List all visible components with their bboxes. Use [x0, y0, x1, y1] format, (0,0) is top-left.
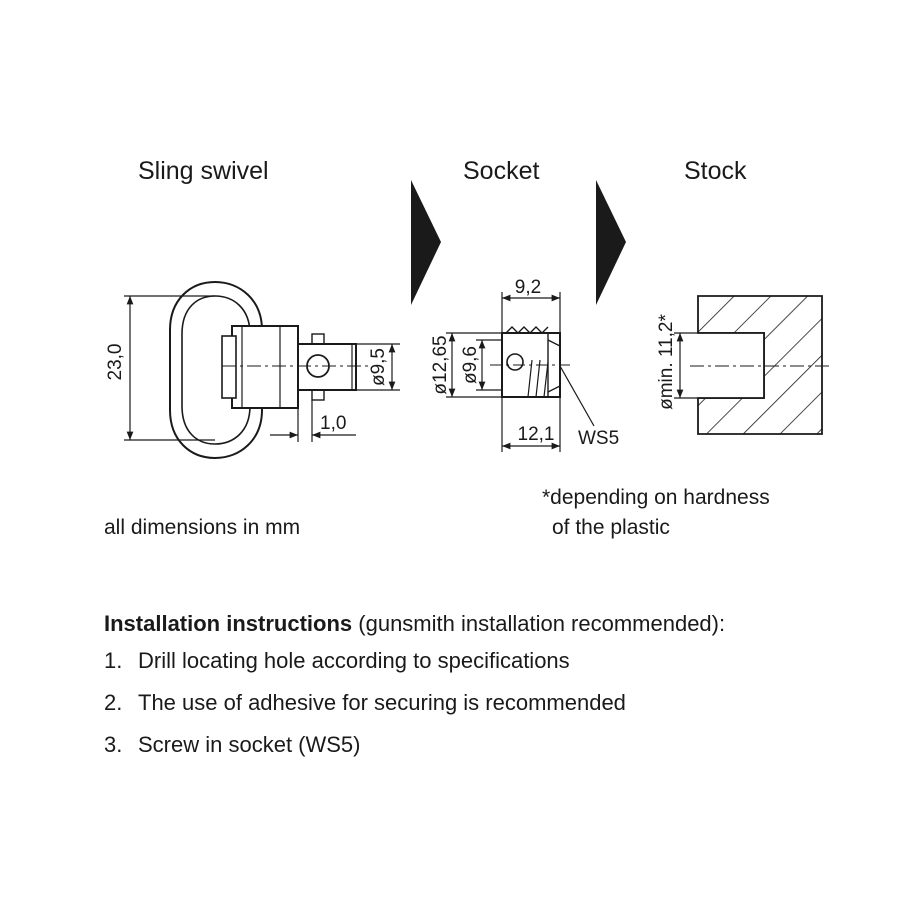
swivel-offset-label: 1,0 — [320, 413, 346, 434]
step-number: 2. — [104, 690, 123, 715]
socket-dimension-lines — [446, 292, 595, 452]
step-number: 1. — [104, 648, 123, 673]
step-number: 3. — [104, 732, 123, 757]
stock-heading: Stock — [684, 157, 747, 185]
hardness-note-line1: *depending on hardness — [542, 486, 770, 509]
socket-drawing — [490, 326, 570, 398]
instruction-step: 1. Drill locating hole according to speci… — [104, 640, 894, 682]
units-note: all dimensions in mm — [104, 516, 301, 539]
swivel-diameter-label: ø9,5 — [368, 348, 389, 386]
swivel-dimension-lines — [124, 295, 400, 442]
step-text: Screw in socket (WS5) — [138, 732, 361, 757]
instruction-step: 3. Screw in socket (WS5) — [104, 724, 894, 766]
socket-length-bottom-label: 12,1 — [518, 424, 555, 445]
sling-swivel-drawing — [169, 280, 372, 460]
step-text: Drill locating hole according to specifi… — [138, 648, 570, 673]
socket-heading: Socket — [463, 157, 540, 185]
socket-outer-diameter-label: ø12,65 — [430, 335, 451, 394]
instructions-subtitle: (gunsmith installation recommended): — [358, 611, 726, 636]
socket-inner-diameter-label: ø9,6 — [460, 346, 481, 384]
instruction-step: 2. The use of adhesive for securing is re… — [104, 682, 894, 724]
swivel-height-label: 23,0 — [105, 344, 126, 381]
instructions-heading: Installation instructions (gunsmith inst… — [104, 608, 894, 640]
stock-drawing — [690, 295, 830, 435]
process-arrow-2 — [596, 180, 626, 305]
socket-length-top-label: 9,2 — [515, 277, 541, 298]
socket-thread-label: WS5 — [578, 428, 619, 449]
process-arrow-1 — [411, 180, 441, 305]
stock-hole-label: ømin. 11,2* — [656, 314, 677, 410]
sling-swivel-heading: Sling swivel — [138, 157, 269, 185]
hardness-note-line2: of the plastic — [552, 516, 670, 539]
step-text: The use of adhesive for securing is reco… — [138, 690, 626, 715]
stock-dimension-lines — [674, 332, 698, 399]
installation-instructions: Installation instructions (gunsmith inst… — [104, 608, 894, 766]
instructions-title: Installation instructions — [104, 611, 353, 636]
